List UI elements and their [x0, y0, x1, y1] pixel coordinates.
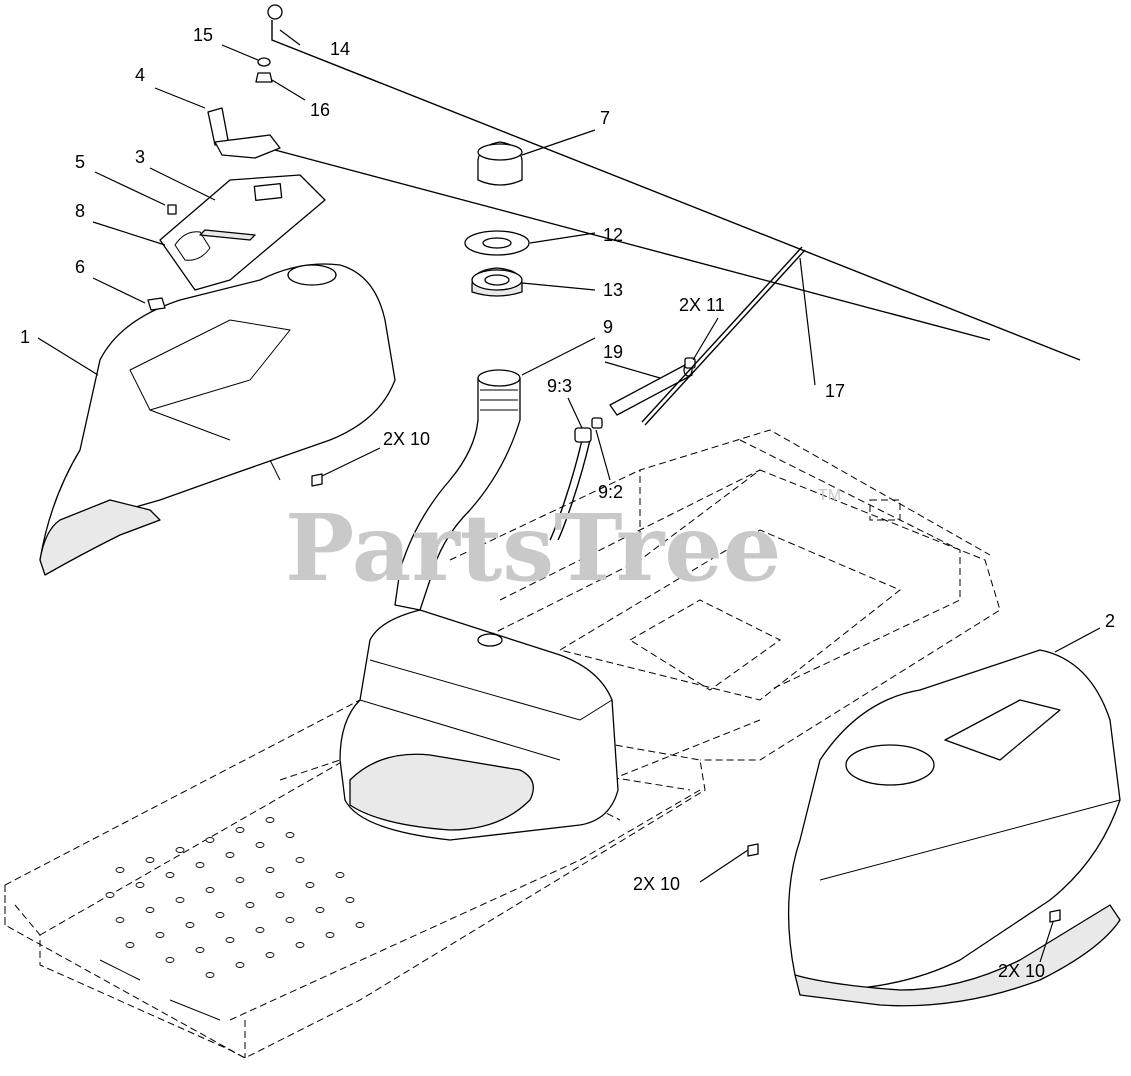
seal-13 — [471, 267, 523, 297]
callout-4: 4 — [135, 65, 145, 85]
throttle-handle — [207, 107, 281, 159]
callout-2: 2 — [1105, 611, 1115, 631]
callout-8: 8 — [75, 201, 85, 221]
hardware — [147, 57, 1061, 923]
console-panel — [159, 174, 326, 291]
callout-15: 15 — [193, 25, 213, 45]
callout-12: 12 — [603, 225, 623, 245]
cables — [267, 4, 1081, 361]
gas-cap — [477, 141, 523, 186]
washer-12 — [464, 230, 530, 256]
filler-neck — [394, 369, 521, 611]
callout-2x10-top: 2X 10 — [383, 429, 430, 449]
callout-6: 6 — [75, 257, 85, 277]
callout-1: 1 — [20, 327, 30, 347]
rod — [641, 246, 806, 426]
callout-2x11: 2X 11 — [679, 295, 725, 315]
chassis-frame — [4, 429, 1001, 1059]
callout-19: 19 — [603, 342, 623, 362]
callout-13: 13 — [603, 280, 623, 300]
callout-9-3: 9:3 — [547, 376, 572, 396]
callout-16: 16 — [310, 100, 330, 120]
callout-2x10-mid: 2X 10 — [633, 874, 680, 894]
callout-2x10-right: 2X 10 — [998, 961, 1045, 981]
callout-7: 7 — [600, 108, 610, 128]
watermark-trademark: TM — [818, 487, 841, 504]
watermark: PartsTree — [285, 494, 781, 602]
fuel-line — [549, 417, 603, 541]
callout-14: 14 — [330, 39, 350, 59]
callout-9: 9 — [603, 317, 613, 337]
leader-lines — [37, 29, 1101, 963]
callout-17: 17 — [825, 381, 845, 401]
callout-labels: 15 14 4 16 7 5 3 8 6 12 13 1 2X 11 9 19 … — [20, 25, 1115, 981]
left-fender-pod — [39, 263, 396, 576]
fuel-tank — [339, 609, 619, 841]
vent-tube — [609, 357, 696, 416]
callout-5: 5 — [75, 152, 85, 172]
callout-9-2: 9:2 — [598, 482, 623, 502]
callout-3: 3 — [135, 147, 145, 167]
floor-holes — [105, 817, 365, 978]
right-fender-pod — [787, 649, 1121, 1007]
